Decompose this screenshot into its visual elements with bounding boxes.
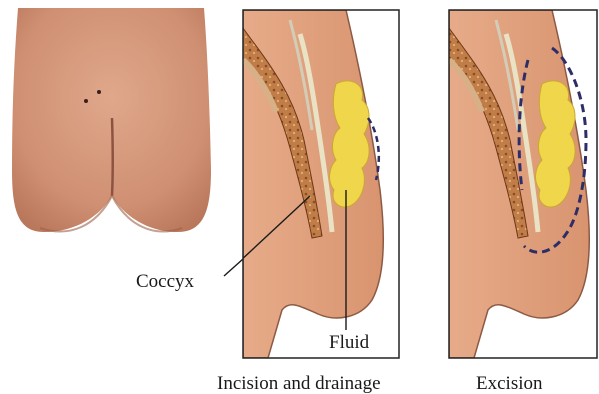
excision-caption: Excision [476, 374, 543, 393]
incision-panel [224, 10, 399, 358]
incision-and-drainage-caption: Incision and drainage [217, 374, 381, 393]
coccyx-label: Coccyx [136, 272, 194, 291]
sinus-pit [84, 99, 88, 103]
sinus-pit [97, 90, 101, 94]
buttocks-photo [12, 8, 211, 232]
fluid-label: Fluid [329, 333, 369, 352]
excision-panel [449, 10, 597, 358]
